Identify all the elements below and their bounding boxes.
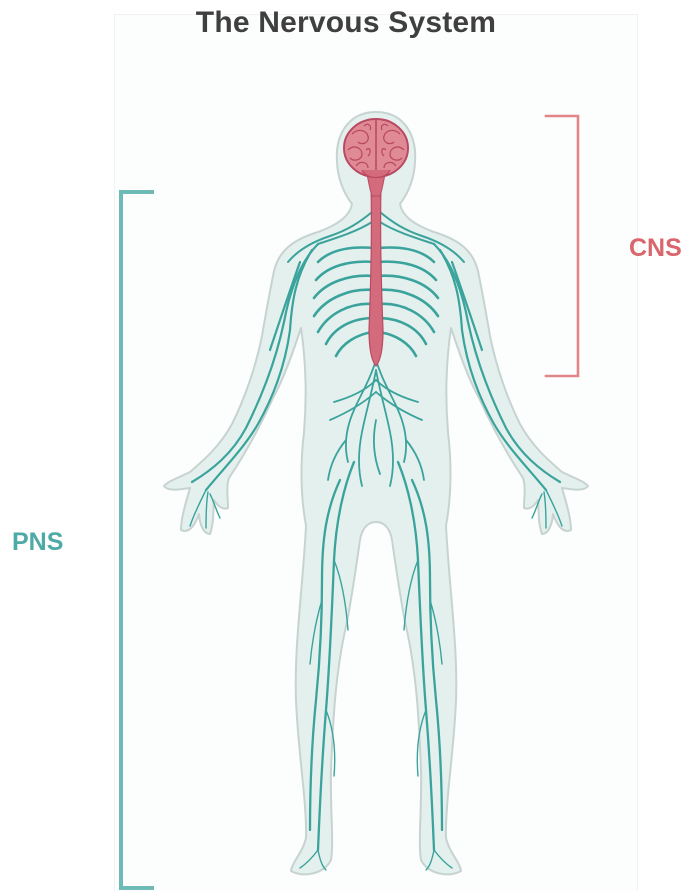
- pns-bracket: [121, 192, 152, 888]
- cns-bracket: [546, 116, 578, 376]
- spinal-cord: [369, 186, 383, 366]
- pns-label: PNS: [12, 528, 63, 557]
- cns-label: CNS: [629, 234, 682, 263]
- brain: [344, 119, 408, 178]
